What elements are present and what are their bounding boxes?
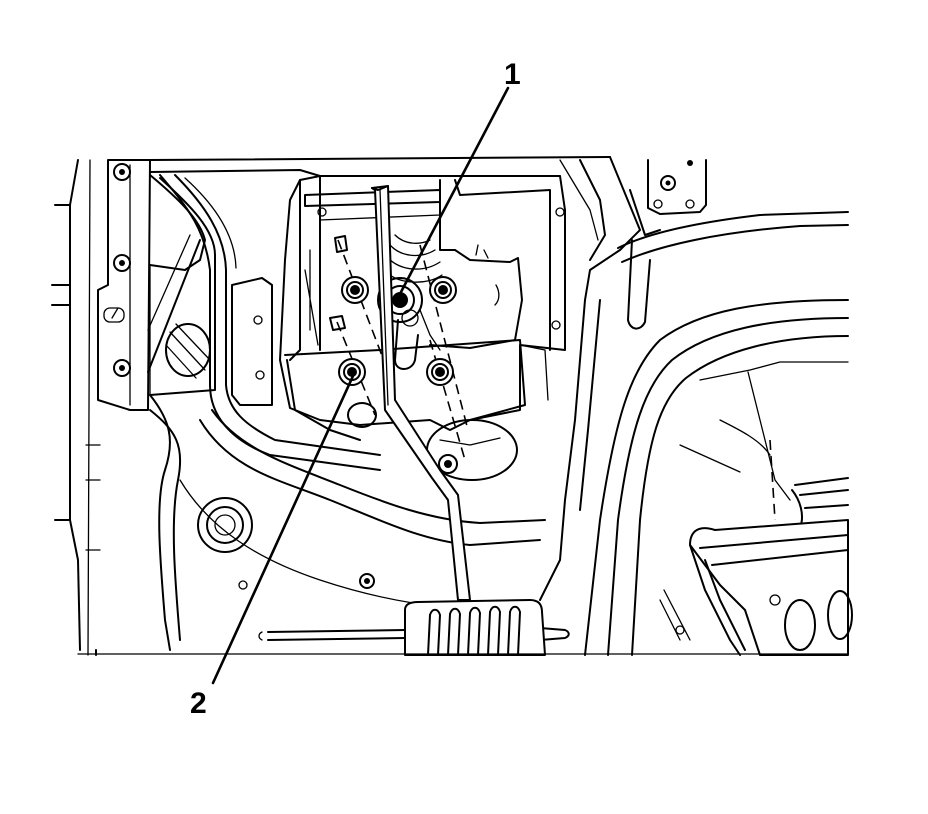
console-box <box>659 519 853 656</box>
callout-1-label: 1 <box>504 58 521 91</box>
floor-tunnel-right <box>539 156 849 656</box>
stud-lower-right <box>426 358 454 386</box>
callout-2-label: 2 <box>190 687 207 720</box>
stud-upper-right <box>429 276 457 304</box>
stud-lower-left <box>329 315 366 386</box>
heater-duct <box>159 174 381 471</box>
floor-fastener <box>359 573 375 589</box>
left-pillar <box>51 159 101 656</box>
callout-1-leader <box>399 86 510 294</box>
stud-upper-left <box>334 235 369 304</box>
brake-pedal-arm <box>371 185 471 601</box>
hinge-bracket <box>97 159 151 411</box>
pedal-bracket <box>231 175 566 481</box>
callout-1: 1 <box>399 58 521 294</box>
top-right-bracket <box>647 159 707 215</box>
callout-2-leader <box>211 374 355 685</box>
callout-2: 2 <box>190 374 355 720</box>
brake-pedal-pad <box>258 599 570 656</box>
